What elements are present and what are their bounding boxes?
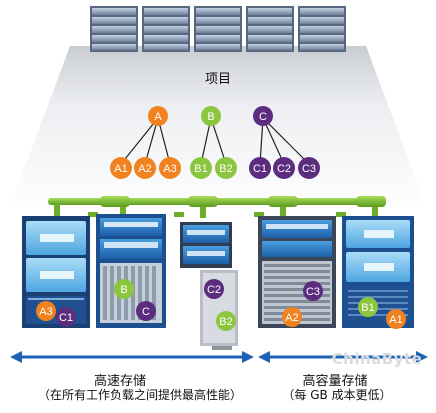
node-a2-label: A2 [138, 163, 151, 175]
server-rack-icon [298, 6, 346, 52]
node-c2-circle: C2 [273, 157, 295, 179]
placed-a2-label: A2 [285, 312, 298, 324]
node-a3-label: A3 [163, 163, 176, 175]
placed-b1-circle: B1 [358, 297, 378, 317]
node-b1-circle: B1 [190, 157, 212, 179]
node-a2-circle: A2 [134, 157, 156, 179]
node-c3-label: C3 [302, 163, 316, 175]
server-rack-icon [194, 6, 242, 52]
node-a1-label: A1 [114, 163, 127, 175]
placed-a3-label: A3 [39, 306, 52, 318]
placed-c2-circle: C2 [204, 279, 224, 299]
node-a-label: A [154, 111, 162, 123]
capacity-tier-title: 高容量存储 [302, 374, 368, 389]
node-a-circle: A [148, 106, 168, 126]
placed-b1-label: B1 [361, 302, 374, 314]
placed-b2-circle: B2 [216, 311, 236, 331]
placed-b-circle: B [114, 279, 134, 299]
node-c3-circle: C3 [298, 157, 320, 179]
placed-b-label: B [120, 284, 127, 296]
storage-array-fast-1 [22, 216, 90, 328]
placed-c3-label: C3 [306, 286, 320, 298]
green-interconnect [48, 196, 386, 218]
top-server-row [90, 6, 346, 52]
node-c1-circle: C1 [249, 157, 271, 179]
node-c-label: C [259, 111, 267, 123]
node-b-circle: B [201, 106, 221, 126]
server-rack-icon [90, 6, 138, 52]
placed-c-label: C [142, 306, 150, 318]
capacity-tier-subtitle: （每 GB 成本更低） [282, 388, 392, 402]
placed-a2-circle: A2 [282, 307, 302, 327]
placed-c-circle: C [136, 301, 156, 321]
project-label: 项目 [204, 72, 231, 87]
server-rack-icon [142, 6, 190, 52]
placed-c1-circle: C1 [56, 307, 76, 327]
node-c2-label: C2 [277, 163, 291, 175]
placed-c1-label: C1 [59, 312, 73, 324]
fast-tier-title: 高速存储 [93, 374, 146, 389]
node-b-label: B [207, 111, 214, 123]
node-c1-label: C1 [253, 163, 267, 175]
fast-tier-arrow [10, 351, 254, 363]
placed-a3-circle: A3 [36, 301, 56, 321]
placed-b2-label: B2 [219, 316, 232, 328]
node-a1-circle: A1 [110, 157, 132, 179]
node-c-circle: C [253, 106, 273, 126]
node-a3-circle: A3 [159, 157, 181, 179]
placed-a1-circle: A1 [386, 309, 406, 329]
placed-a1-label: A1 [389, 314, 402, 326]
server-rack-icon [246, 6, 294, 52]
capacity-tier-arrow [258, 351, 428, 363]
fast-tier-subtitle: （在所有工作负载之间提供最高性能） [37, 388, 242, 402]
storage-array-capacity-2 [342, 216, 414, 328]
placed-c2-label: C2 [207, 284, 221, 296]
node-b2-circle: B2 [215, 157, 237, 179]
placed-c3-circle: C3 [303, 281, 323, 301]
watermark-text: ChinaByte [331, 350, 423, 368]
node-b2-label: B2 [219, 163, 232, 175]
node-b1-label: B1 [194, 163, 207, 175]
